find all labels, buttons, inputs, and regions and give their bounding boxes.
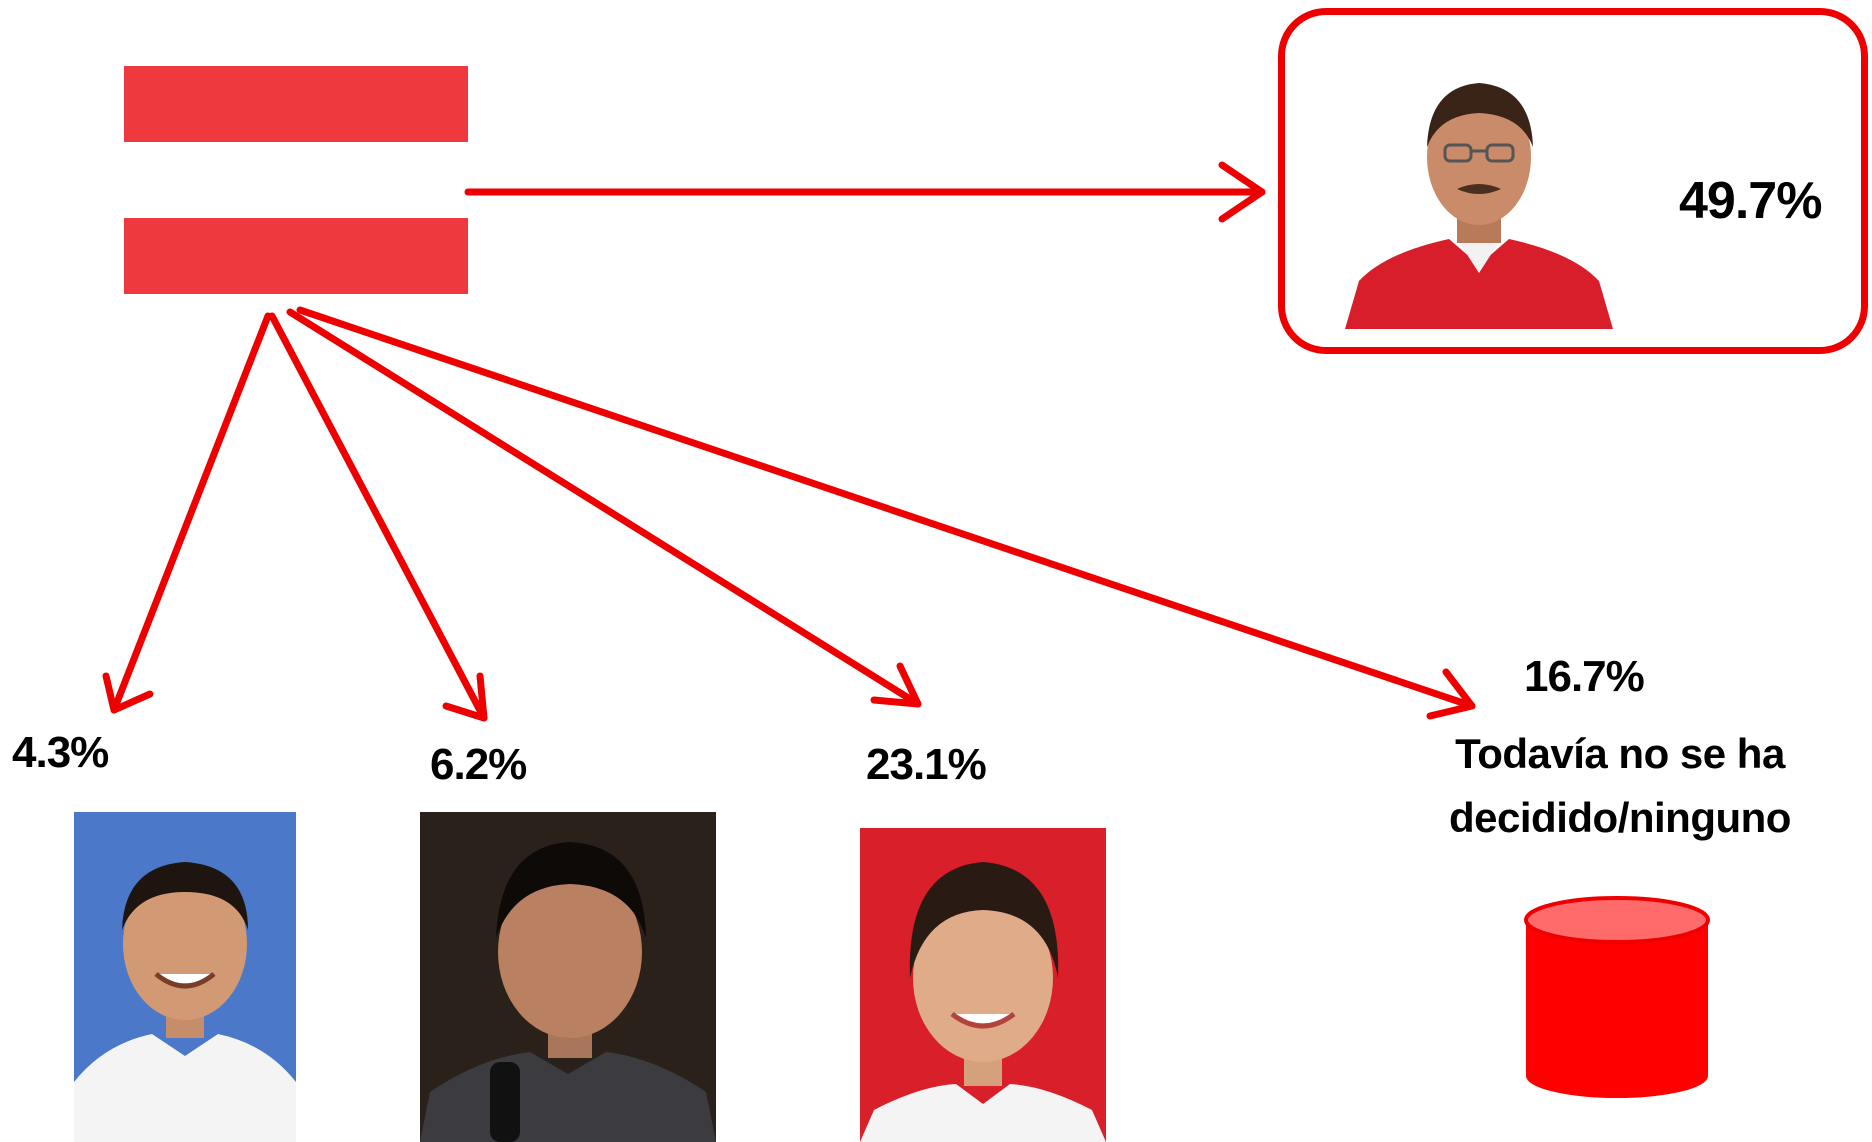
candidate-2-percentage: 6.2% <box>430 740 527 789</box>
candidate-1-photo <box>74 812 296 1142</box>
red-cylinder-icon <box>1524 896 1710 1098</box>
candidate-1-percentage: 4.3% <box>12 728 109 777</box>
candidate-2-photo <box>420 812 716 1142</box>
arrow-to-candidate-3 <box>286 308 922 708</box>
candidate-3-photo <box>860 828 1106 1142</box>
arrow-to-candidate-1 <box>102 312 272 714</box>
flag-top-stripe <box>124 66 468 142</box>
winner-photo <box>1345 59 1613 329</box>
arrow-to-candidate-2 <box>268 312 488 722</box>
undecided-label: Todavía no se ha decidido/ninguno <box>1380 722 1860 850</box>
arrow-to-undecided <box>296 306 1476 720</box>
undecided-label-line1: Todavía no se ha <box>1455 730 1785 777</box>
winner-percentage: 49.7% <box>1679 172 1822 230</box>
undecided-label-line2: decidido/ninguno <box>1449 794 1791 841</box>
undecided-percentage: 16.7% <box>1524 652 1645 701</box>
party-flag-icon <box>124 66 468 294</box>
arrow-to-winner <box>464 161 1266 223</box>
winner-highlight-box: 49.7% <box>1278 8 1868 354</box>
flag-bottom-stripe <box>124 218 468 294</box>
candidate-3-percentage: 23.1% <box>866 740 987 789</box>
